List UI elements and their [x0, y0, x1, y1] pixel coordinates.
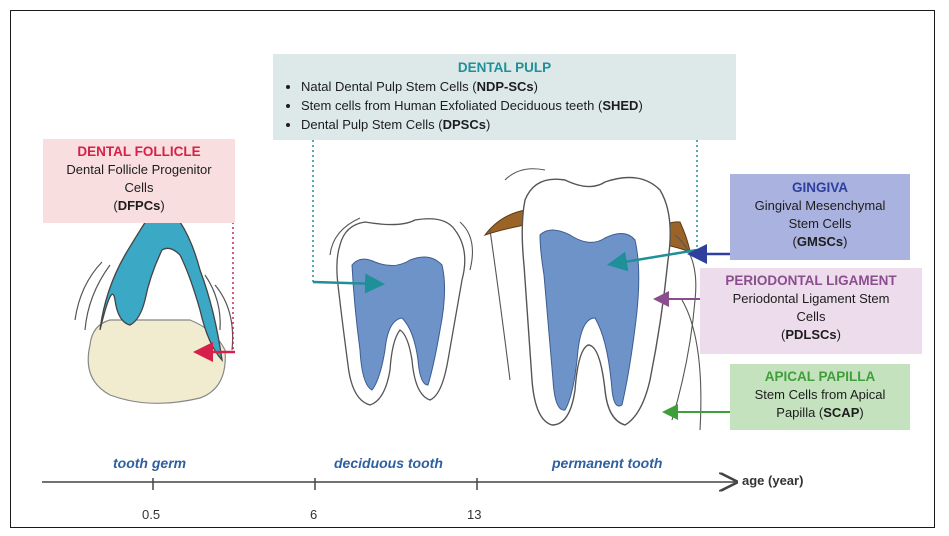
- gingiva-line2: Stem Cells: [730, 215, 910, 233]
- dental-pulp-abbr: DPSCs: [443, 117, 486, 132]
- tooth-germ-illustration: [75, 214, 233, 404]
- dental-follicle-title: DENTAL FOLLICLE: [43, 143, 235, 161]
- gingiva-abbr: GMSCs: [797, 234, 843, 249]
- apical-papilla-line1: Stem Cells from Apical: [730, 386, 910, 404]
- dental-follicle-box: DENTAL FOLLICLE Dental Follicle Progenit…: [43, 139, 235, 223]
- tick-label-6: 6: [310, 507, 317, 522]
- dental-pulp-item: Natal Dental Pulp Stem Cells (NDP-SCs): [301, 77, 726, 96]
- dental-pulp-item: Stem cells from Human Exfoliated Deciduo…: [301, 96, 726, 115]
- stage-label-permanent: permanent tooth: [552, 455, 662, 471]
- stage-label-deciduous: deciduous tooth: [334, 455, 443, 471]
- apical-papilla-abbr-line: Papilla (SCAP): [730, 404, 910, 422]
- dental-pulp-list: Natal Dental Pulp Stem Cells (NDP-SCs) S…: [283, 77, 726, 134]
- apical-papilla-abbr: SCAP: [823, 405, 859, 420]
- dental-follicle-abbr-line: (DFPCs): [43, 197, 235, 215]
- apical-papilla-title: APICAL PAPILLA: [730, 368, 910, 386]
- apical-papilla-box: APICAL PAPILLA Stem Cells from Apical Pa…: [730, 364, 910, 430]
- dental-pulp-abbr: SHED: [602, 98, 638, 113]
- periodontal-ligament-abbr: PDLSCs: [785, 327, 836, 342]
- axis-label-age: age (year): [742, 473, 803, 488]
- gingiva-line1: Gingival Mesenchymal: [730, 197, 910, 215]
- dental-follicle-abbr: DFPCs: [118, 198, 161, 213]
- dental-pulp-title: DENTAL PULP: [283, 59, 726, 77]
- tick-label-0-5: 0.5: [142, 507, 160, 522]
- gingiva-abbr-line: (GMSCs): [730, 233, 910, 251]
- periodontal-ligament-box: PERIODONTAL LIGAMENT Periodontal Ligamen…: [700, 268, 922, 354]
- deciduous-tooth-illustration: [330, 218, 472, 405]
- stage-label-tooth-germ: tooth germ: [113, 455, 186, 471]
- gingiva-box: GINGIVA Gingival Mesenchymal Stem Cells …: [730, 174, 910, 260]
- periodontal-ligament-abbr-line: (PDLSCs): [700, 326, 922, 344]
- dental-pulp-abbr: NDP-SCs: [477, 79, 534, 94]
- dental-pulp-box: DENTAL PULP Natal Dental Pulp Stem Cells…: [273, 54, 736, 140]
- periodontal-ligament-title: PERIODONTAL LIGAMENT: [700, 272, 922, 290]
- dental-pulp-item: Dental Pulp Stem Cells (DPSCs): [301, 115, 726, 134]
- tick-label-13: 13: [467, 507, 481, 522]
- gingiva-title: GINGIVA: [730, 179, 910, 197]
- periodontal-ligament-line2: Cells: [700, 308, 922, 326]
- dental-follicle-line2: Cells: [43, 179, 235, 197]
- dental-follicle-line1: Dental Follicle Progenitor: [43, 161, 235, 179]
- periodontal-ligament-line1: Periodontal Ligament Stem: [700, 290, 922, 308]
